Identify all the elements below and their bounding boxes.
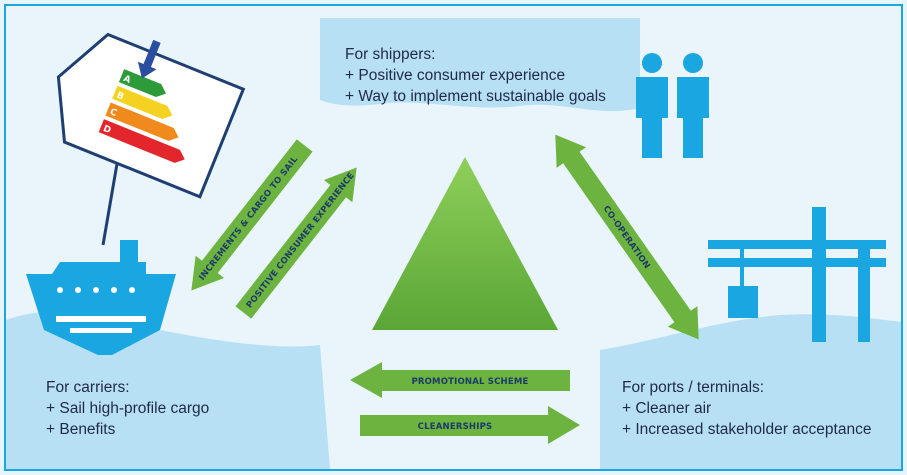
energy-bar-letter-d: D xyxy=(101,124,112,136)
central-triangle xyxy=(372,157,558,330)
energy-bar-c xyxy=(105,102,179,141)
arrow-cooperation-label: CO-OPERATION xyxy=(601,204,652,271)
arrow-promotional-scheme: PROMOTIONAL SCHEME xyxy=(350,362,570,398)
arrow-cooperation: CO-OPERATION xyxy=(555,134,699,340)
shippers-benefit-2: + Way to implement sustainable goals xyxy=(345,88,606,105)
ports-region xyxy=(600,314,901,469)
energy-bar-letter-c: C xyxy=(108,107,118,119)
shippers-benefit-1: + Positive consumer experience xyxy=(345,67,566,84)
energy-bar-a xyxy=(118,69,167,98)
arrow-promotional-label: PROMOTIONAL SCHEME xyxy=(411,377,528,387)
energy-bar-d xyxy=(98,119,185,163)
carriers-region xyxy=(6,311,330,469)
energy-bar-b xyxy=(112,85,173,119)
tag-string xyxy=(101,157,120,246)
ports-benefit-1: + Cleaner air xyxy=(622,400,712,417)
ports-title: For ports / terminals: xyxy=(622,379,765,396)
arrow-positive-consumer: POSITIVE CONSUMER EXPERIENCE xyxy=(235,167,357,319)
people-icon xyxy=(636,53,709,158)
ship-icon xyxy=(26,240,176,355)
ports-benefit-2: + Increased stakeholder acceptance xyxy=(622,421,872,438)
carriers-benefit-2: + Benefits xyxy=(46,421,116,438)
energy-bar-letter-a: A xyxy=(122,74,132,86)
arrow-cleanerships: CLEANERSHIPS xyxy=(360,406,580,444)
carriers-title: For carriers: xyxy=(46,379,130,396)
carriers-benefit-1: + Sail high-profile cargo xyxy=(46,400,210,417)
energy-bar-letter-b: B xyxy=(115,91,125,103)
arrow-cleanerships-label: CLEANERSHIPS xyxy=(418,422,493,432)
shippers-region xyxy=(320,18,640,112)
ports-benefits: For ports / terminals: + Cleaner air + I… xyxy=(622,377,871,440)
shippers-benefits: For shippers: + Positive consumer experi… xyxy=(345,44,606,107)
carriers-benefits: For carriers: + Sail high-profile cargo … xyxy=(46,377,209,440)
shippers-title: For shippers: xyxy=(345,46,436,63)
crane-icon xyxy=(708,207,886,342)
